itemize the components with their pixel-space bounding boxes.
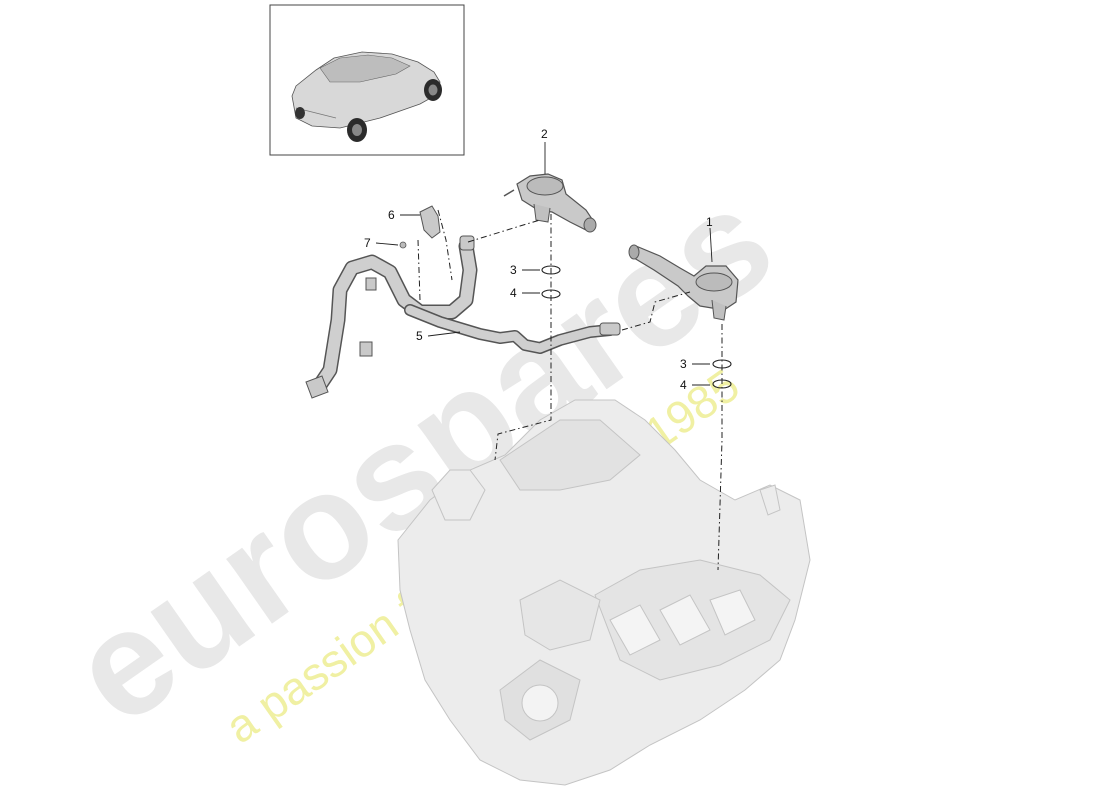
part-5-hose xyxy=(305,235,621,399)
part-6-clip xyxy=(419,205,441,239)
assembly-lines xyxy=(417,209,723,571)
callout-label-3: 3 xyxy=(510,263,517,277)
callout-label-7: 7 xyxy=(364,236,371,250)
part-2-valve xyxy=(503,173,597,233)
callout-label-4b: 4 xyxy=(680,378,687,392)
callout-label-5: 5 xyxy=(416,329,423,343)
vehicle-thumbnail xyxy=(269,4,465,156)
callout-label-2: 2 xyxy=(541,127,548,141)
callout-label-4: 4 xyxy=(510,286,517,300)
part-7-screw xyxy=(399,241,407,249)
engine-block xyxy=(397,399,811,786)
car-icon xyxy=(291,51,442,142)
callout-label-6: 6 xyxy=(388,208,395,222)
callout-label-3b: 3 xyxy=(680,357,687,371)
part-1-valve xyxy=(628,244,739,321)
callout-labels: 1 2 3 4 5 6 7 3 4 xyxy=(364,127,713,392)
callout-label-1: 1 xyxy=(706,215,713,229)
callout-leaders xyxy=(375,142,713,386)
